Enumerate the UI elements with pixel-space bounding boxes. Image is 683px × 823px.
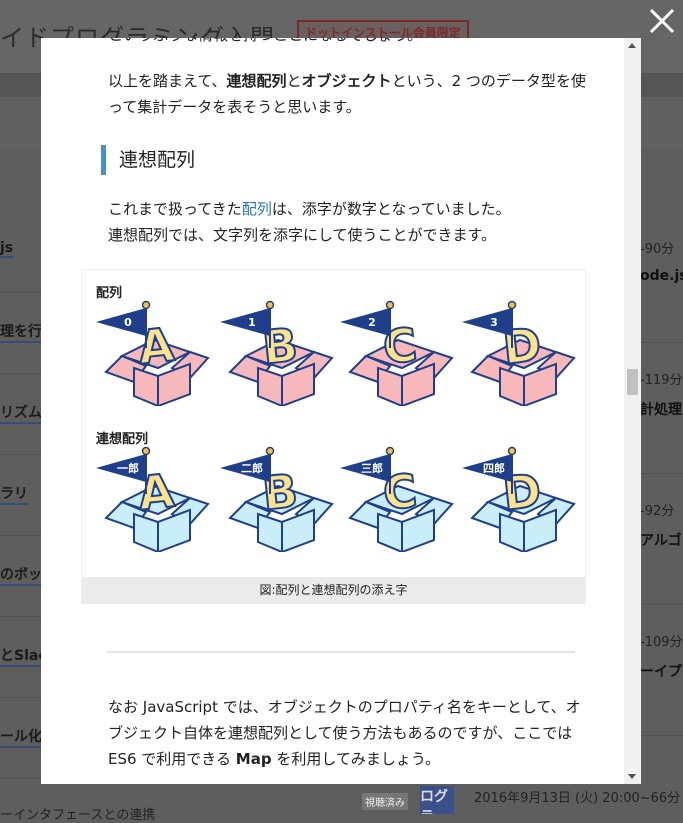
array-link[interactable]: 配列: [241, 200, 272, 218]
array-key-label: 2: [368, 316, 376, 329]
assoc-key-label: 四郎: [483, 461, 505, 475]
watched-tag: 視聴済み: [362, 793, 408, 810]
background-lesson-item: js: [0, 212, 45, 293]
background-related-list: -90分 ode.js -119分 計処理 -92分 アルゴリ -109分 ーイ…: [632, 212, 683, 736]
section-heading: 連想配列: [101, 145, 195, 175]
background-header: イドプログラミング入門 ドットインストール会員限定: [0, 0, 683, 73]
background-related-item: -92分 アルゴリ: [632, 474, 683, 605]
scroll-thumb[interactable]: [627, 369, 638, 395]
close-modal-button[interactable]: [645, 4, 679, 38]
background-lesson-item: 理を行: [0, 293, 45, 374]
assoc-key-label: 三郎: [361, 461, 383, 475]
modal-dialog: というふうな情報を持つことになるでしょう。 以上を踏まえて、連想配列とオブジェク…: [41, 38, 641, 784]
background-related-item: -90分 ode.js: [632, 212, 683, 343]
divider: [107, 651, 575, 653]
paragraph-assoc-intro: これまで扱ってきた配列は、添字が数字となっていました。 連想配列では、文字列を添…: [108, 200, 511, 244]
array-key-label: 3: [490, 316, 498, 329]
background-thumbnail: ログラ: [420, 786, 454, 814]
modal-content[interactable]: というふうな情報を持つことになるでしょう。 以上を踏まえて、連想配列とオブジェク…: [41, 38, 624, 784]
array-key-label: 1: [248, 316, 256, 329]
background-lesson-item: ラリ: [0, 455, 45, 536]
close-icon: [649, 8, 675, 34]
vertical-scrollbar[interactable]: [624, 38, 641, 784]
figure-label-array: 配列: [96, 286, 123, 301]
scroll-down-arrow-icon[interactable]: [628, 774, 636, 779]
array-key-label: 0: [124, 316, 132, 329]
scroll-up-arrow-icon[interactable]: [628, 43, 636, 48]
background-related-item: -109分 ーイプラ: [632, 605, 683, 736]
assoc-key-label: 一郎: [117, 461, 139, 475]
background-lesson-item: ール化: [0, 698, 45, 779]
background-date-text: 2016年9月13日 (火) 20:00~66分: [474, 791, 681, 806]
paragraph-cut-top: というふうな情報を持つことになるでしょう。: [108, 38, 422, 48]
paragraph-map-note: なお JavaScript では、オブジェクトのプロパティ名をキーとして、オ ブ…: [108, 698, 581, 768]
figure-label-assoc: 連想配列: [96, 432, 149, 447]
assoc-key-label: 二郎: [241, 461, 263, 475]
background-related-item: -119分 計処理: [632, 343, 683, 474]
paragraph-intro: 以上を踏まえて、連想配列とオブジェクトという、2 つのデータ型を使 って集計デー…: [108, 72, 586, 116]
background-lesson-item: のボッ: [0, 536, 45, 617]
background-lesson-item: リズム: [0, 374, 45, 455]
figure-caption: 図:配列と連想配列の添え字: [82, 577, 585, 603]
background-lesson-list: js 理を行 リズム ラリ のボッ とSlac ール化: [0, 212, 47, 779]
background-lesson-item: とSlac: [0, 617, 47, 698]
